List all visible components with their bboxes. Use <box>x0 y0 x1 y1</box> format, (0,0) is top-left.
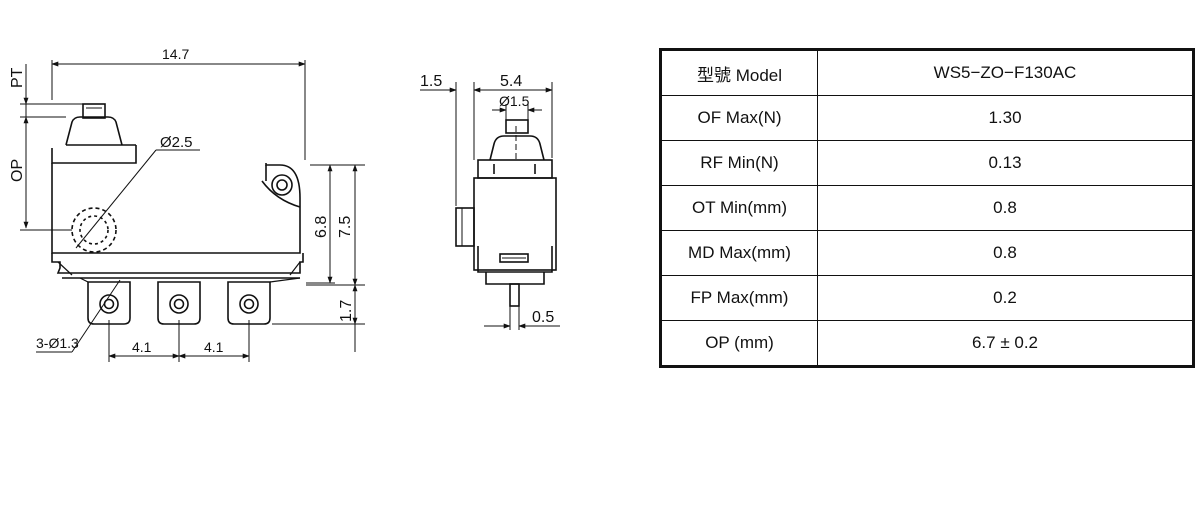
label-pitch-2: 4.1 <box>204 339 224 355</box>
row-label: OP (mm) <box>660 320 818 367</box>
table-row: RF Min(N) 0.13 <box>660 140 1194 186</box>
actuator-cap <box>65 116 123 146</box>
row-label: OF Max(N) <box>660 95 818 141</box>
table-row: OP (mm) 6.7 ± 0.2 <box>660 320 1194 367</box>
label-pivot-dia: Ø2.5 <box>160 134 193 151</box>
terminal-1 <box>87 281 131 325</box>
table-row: OT Min(mm) 0.8 <box>660 185 1194 231</box>
table-row: MD Max(mm) 0.8 <box>660 230 1194 276</box>
label-height-68: 6.8 <box>313 216 330 238</box>
switch-body <box>51 163 301 254</box>
row-label: RF Min(N) <box>660 140 818 186</box>
technical-drawing: 14.7 PT OP Ø2.5 6.8 7.5 1.7 3-Ø1.3 4.1 4… <box>9 46 560 362</box>
table-row: FP Max(mm) 0.2 <box>660 275 1194 321</box>
side-view-dimensions <box>20 60 365 362</box>
row-value: WS5−ZO−F130AC <box>817 49 1194 96</box>
end-view-labels: 1.5 5.4 Ø1.5 0.5 <box>420 73 554 326</box>
pivot-circle <box>71 207 117 253</box>
terminal-3 <box>227 281 271 325</box>
row-value: 0.2 <box>817 275 1194 321</box>
row-label: OT Min(mm) <box>660 185 818 231</box>
table-row: OF Max(N) 1.30 <box>660 95 1194 141</box>
row-value: 0.13 <box>817 140 1194 186</box>
plunger <box>82 103 106 119</box>
row-value: 6.7 ± 0.2 <box>817 320 1194 367</box>
label-op: OP <box>9 159 26 182</box>
label-terminal: 1.7 <box>338 300 355 322</box>
label-pt: PT <box>9 67 26 88</box>
row-value: 0.8 <box>817 230 1194 276</box>
row-value: 0.8 <box>817 185 1194 231</box>
label-height-75: 7.5 <box>337 216 354 238</box>
row-label: FP Max(mm) <box>660 275 818 321</box>
side-view-labels: 14.7 PT OP Ø2.5 6.8 7.5 1.7 3-Ø1.3 4.1 4… <box>9 46 355 355</box>
end-body <box>473 177 557 271</box>
row-label: MD Max(mm) <box>660 230 818 276</box>
row-label: 型號 Model <box>660 49 818 96</box>
label-plunger-dia: Ø1.5 <box>499 93 530 109</box>
label-holes: 3-Ø1.3 <box>36 335 79 351</box>
terminal-2 <box>157 281 201 325</box>
table-row: 型號 Model WS5−ZO−F130AC <box>660 49 1194 96</box>
label-length: 14.7 <box>162 46 189 62</box>
label-pitch-1: 4.1 <box>132 339 152 355</box>
mounting-hole <box>271 174 293 196</box>
side-view <box>51 103 304 325</box>
label-width: 5.4 <box>500 73 522 90</box>
end-view <box>455 119 557 307</box>
label-terminal-thickness: 0.5 <box>532 309 554 326</box>
spec-table: 型號 Model WS5−ZO−F130AC OF Max(N) 1.30 RF… <box>659 48 1195 368</box>
label-offset: 1.5 <box>420 73 442 90</box>
row-value: 1.30 <box>817 95 1194 141</box>
end-view-dimensions <box>420 82 560 330</box>
